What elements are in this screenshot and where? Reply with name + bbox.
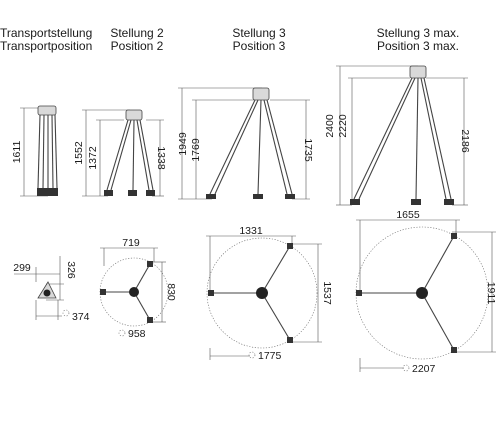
dim-pos2-diameter: 958: [128, 328, 146, 340]
dim-transport-width: 299: [13, 262, 31, 274]
dim-pos3-total: 1949: [177, 132, 189, 156]
top-view-pos3: 1331 1537 1775: [206, 225, 333, 362]
top-view-transport: 299 326 374: [13, 256, 90, 323]
title-pos3max-de: Stellung 3 max.: [377, 26, 460, 40]
dim-pos2-total: 1552: [73, 141, 85, 165]
dim-pos3-inner: 1769: [190, 138, 202, 162]
title-pos3-de: Stellung 3: [232, 26, 286, 40]
title-pos2: Stellung 2 Position 2: [110, 26, 164, 53]
dim-transport-depth: 326: [65, 261, 77, 279]
dim-pos3-leg: 1735: [302, 138, 314, 162]
dim-pos2-leg: 1338: [155, 146, 167, 170]
title-pos2-en: Position 2: [111, 39, 164, 53]
dim-pos3max-inner: 2220: [337, 114, 349, 138]
dim-pos3max-diameter: 2207: [412, 363, 436, 375]
dim-pos2-width: 719: [122, 237, 140, 249]
title-transport-en: Transportposition: [0, 39, 92, 53]
dim-pos3max-total: 2400: [324, 114, 336, 138]
dim-pos2-inner: 1372: [87, 146, 99, 170]
dim-transport-height: 1611: [11, 141, 23, 164]
dim-pos3-depth: 1537: [321, 281, 333, 305]
side-view-pos2: 1552 1372 1338: [73, 109, 167, 197]
side-view-pos3max: 2400 2220 2186: [324, 65, 471, 206]
title-pos2-de: Stellung 2: [110, 26, 164, 40]
title-pos3max: Stellung 3 max. Position 3 max.: [377, 26, 460, 53]
dim-pos3max-width: 1655: [396, 209, 420, 221]
title-transport-de: Transportstellung: [0, 26, 92, 40]
dim-pos3max-leg: 2186: [459, 129, 471, 153]
side-view-pos3: 1949 1769 1735: [177, 87, 314, 200]
dim-pos3max-depth: 1911: [485, 282, 497, 305]
title-pos3max-en: Position 3 max.: [377, 39, 459, 53]
title-pos3: Stellung 3 Position 3: [232, 26, 286, 53]
side-view-transport: 1611: [11, 105, 58, 197]
dim-pos2-depth: 830: [165, 283, 177, 301]
top-view-pos3max: 1655 1911 2207: [355, 209, 497, 375]
dim-pos3-width: 1331: [239, 225, 263, 237]
dim-pos3-diameter: 1775: [258, 350, 282, 362]
title-transport: Transportstellung Transportposition: [0, 26, 92, 53]
title-pos3-en: Position 3: [233, 39, 286, 53]
top-view-pos2: 719 830 958: [99, 237, 177, 340]
dim-transport-diameter: 374: [72, 311, 90, 323]
